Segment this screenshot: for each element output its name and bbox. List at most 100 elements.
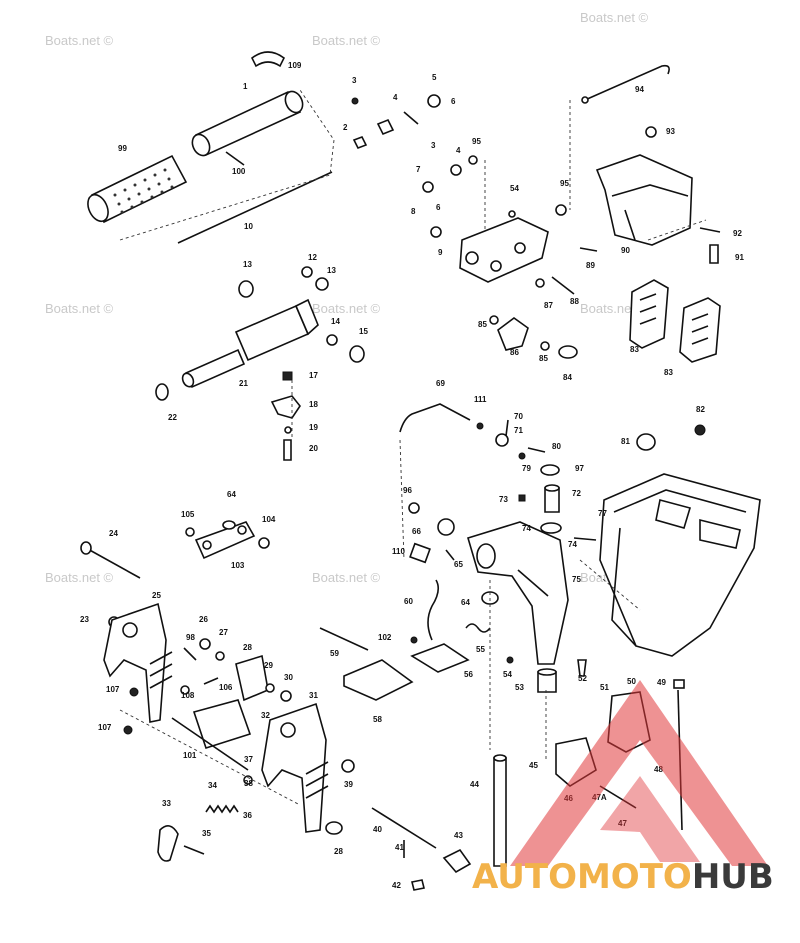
callout-number: 94 [635, 85, 644, 94]
callout-number: 14 [331, 317, 340, 326]
callout-number: 27 [219, 628, 228, 637]
part-nut [326, 334, 338, 346]
callout-number: 12 [308, 253, 317, 262]
callout-number: 55 [476, 645, 485, 654]
part-pin [505, 419, 509, 437]
part-nut [280, 690, 292, 702]
callout-number: 77 [598, 509, 607, 518]
callout-number: 93 [666, 127, 675, 136]
callout-number: 28 [243, 643, 252, 652]
part-nut [301, 266, 313, 278]
part-nut [508, 210, 516, 218]
part-nut [243, 775, 253, 785]
callout-number: 96 [403, 486, 412, 495]
callout-number: 13 [327, 266, 336, 275]
callout-number: 69 [436, 379, 445, 388]
callout-number: 5 [432, 73, 437, 82]
callout-number: 85 [478, 320, 487, 329]
part-nut [555, 204, 567, 216]
callout-number: 18 [309, 400, 318, 409]
part-cable [399, 403, 471, 433]
watermark-text: Boats.net © [312, 33, 381, 48]
callout-number: 13 [243, 260, 252, 269]
callout-number: 88 [570, 297, 579, 306]
part-grommet [645, 126, 657, 138]
callout-number: 2 [343, 123, 348, 132]
part-pin [183, 845, 205, 855]
callout-number: 47 [618, 819, 627, 828]
part-washer [222, 520, 236, 530]
callout-number: 58 [373, 715, 382, 724]
callout-number: 23 [80, 615, 89, 624]
callout-number: 74 [568, 540, 577, 549]
callout-number: 81 [621, 437, 630, 446]
part-seal [636, 433, 656, 451]
callout-number: 108 [181, 691, 195, 700]
callout-number: 98 [186, 633, 195, 642]
callout-number: 102 [378, 633, 392, 642]
part-pin [527, 447, 546, 453]
callout-number: 105 [181, 510, 195, 519]
callout-number: 54 [510, 184, 519, 193]
callout-number: 95 [472, 137, 481, 146]
part-nut [422, 181, 434, 193]
callout-number: 29 [264, 661, 273, 670]
brand-logo: AUTOMOTOHUB [472, 680, 774, 897]
part-key [518, 494, 526, 502]
part-rod [371, 807, 437, 849]
callout-number: 41 [395, 843, 404, 852]
callout-number: 111 [474, 395, 487, 404]
callout-number: 95 [560, 179, 569, 188]
callout-number: 85 [539, 354, 548, 363]
callout-number: 89 [586, 261, 595, 270]
part-swivel-block [459, 217, 549, 283]
part-swivel-bracket [467, 521, 569, 665]
callout-number: 100 [232, 167, 246, 176]
watermark-text: Boats.net © [580, 10, 649, 25]
part-nut [129, 687, 139, 697]
part-washer [468, 155, 478, 165]
part-plate [409, 542, 431, 564]
callout-number: 3 [352, 76, 357, 85]
callout-number: 109 [288, 61, 302, 70]
callout-number: 49 [657, 678, 666, 687]
callout-number: 92 [733, 229, 742, 238]
part-nut [476, 422, 484, 430]
watermark-text: Boats.net © [312, 570, 381, 585]
callout-number: 71 [514, 426, 523, 435]
callout-number: 40 [373, 825, 382, 834]
callout-number: 74 [522, 524, 531, 533]
brand-name-part1: AUTOMOTO [472, 857, 692, 897]
part-nut [341, 759, 355, 773]
callout-number: 6 [436, 203, 441, 212]
part-washer [352, 135, 368, 150]
callout-number: 17 [309, 371, 318, 380]
part-nut [450, 164, 462, 176]
callout-number: 24 [109, 529, 118, 538]
part-block [282, 371, 293, 381]
watermark-text: Boats.net © [45, 33, 114, 48]
callout-number: 3 [431, 141, 436, 150]
callout-number: 83 [664, 368, 673, 377]
part-knob [157, 825, 179, 862]
part-rod [177, 171, 333, 244]
part-nut [540, 341, 550, 351]
brand-name-part2: HUB [692, 857, 774, 897]
part-pin [579, 247, 598, 252]
callout-number: 42 [392, 881, 401, 890]
callout-number: 107 [106, 685, 120, 694]
callout-number: 80 [552, 442, 561, 451]
part-washer [349, 345, 365, 363]
part-washer [215, 651, 225, 661]
callout-number: 59 [330, 649, 339, 658]
callout-number: 87 [544, 301, 553, 310]
part-spacer-block [192, 699, 252, 750]
callout-number: 8 [411, 207, 416, 216]
callout-number: 84 [563, 373, 572, 382]
callout-number: 48 [654, 765, 663, 774]
part-nut [427, 94, 441, 108]
part-nut [518, 452, 526, 460]
callout-number: 44 [470, 780, 479, 789]
callout-number: 19 [309, 423, 318, 432]
part-cam [497, 317, 529, 351]
